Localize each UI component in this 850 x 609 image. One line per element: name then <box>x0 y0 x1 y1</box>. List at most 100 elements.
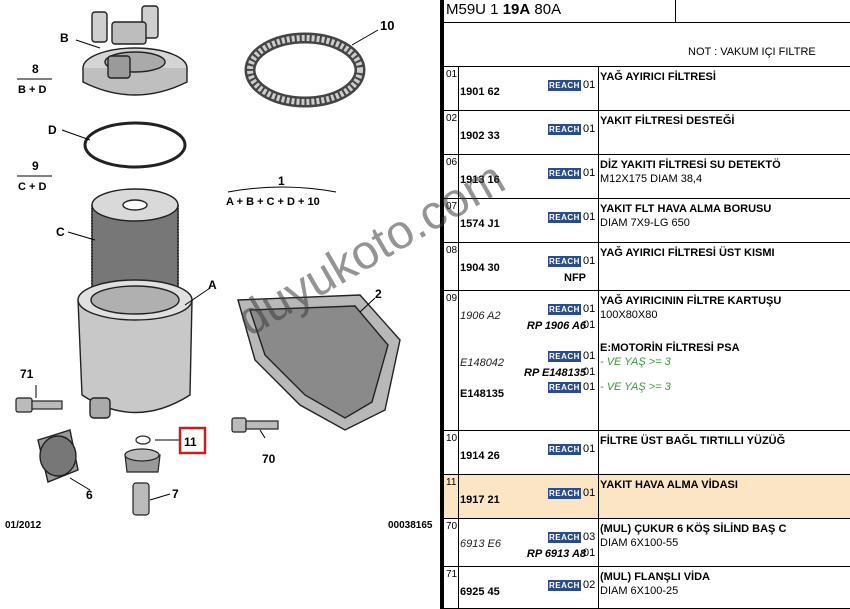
row-index: 06 <box>446 157 458 168</box>
row-index: 70 <box>446 521 458 532</box>
column-divider <box>458 431 459 474</box>
vent-hose-part[interactable] <box>132 482 150 516</box>
part-reference[interactable]: 1917 21 <box>460 494 500 506</box>
o-ring-part[interactable] <box>83 121 187 169</box>
reach-badge: REACH <box>548 212 581 223</box>
part-reference[interactable]: E148135 <box>460 388 505 400</box>
quantity: 01 <box>583 381 596 393</box>
part-reference[interactable]: 1901 62 <box>460 86 500 98</box>
quantity: 01 <box>583 123 596 135</box>
replacement-reference[interactable]: NFP <box>564 272 586 284</box>
part-reference[interactable]: 1914 26 <box>460 450 500 462</box>
parts-list-panel: M59U 1 19A 80A NOT : VAKUM IÇI FILTRE 01… <box>444 0 850 609</box>
part-reference[interactable]: 1902 33 <box>460 130 500 142</box>
part-description: YAKIT FLT HAVA ALMA BORUSU <box>600 203 772 215</box>
filter-housing-part[interactable] <box>77 279 193 419</box>
row-index: 10 <box>446 433 458 444</box>
column-divider <box>458 67 459 110</box>
column-divider <box>458 243 459 290</box>
part-reference[interactable]: E148042 <box>460 357 505 369</box>
list-header: M59U 1 19A 80A <box>444 0 850 23</box>
callout-1-sub: A + B + C + D + 10 <box>226 196 320 208</box>
part-dimensions: DIAM 6X100-25 <box>600 585 679 597</box>
callout-11-frame <box>178 426 207 455</box>
bleed-screw-part[interactable] <box>124 435 161 473</box>
column-divider <box>458 199 459 242</box>
callout-a: A <box>208 278 217 292</box>
column-divider <box>458 291 459 430</box>
row-index: 09 <box>446 293 458 304</box>
quantity: 01 <box>583 487 596 499</box>
reach-badge: REACH <box>548 444 581 455</box>
callout-6: 6 <box>86 488 93 502</box>
quantity: 01 <box>583 167 596 179</box>
callout-1: 1 <box>278 174 285 188</box>
diagram-date: 01/2012 <box>5 520 42 531</box>
part-description: YAĞ AYIRICININ FİLTRE KARTUŞU <box>600 295 782 307</box>
replacement-reference[interactable]: RP E148135 <box>524 367 586 379</box>
row-index: 07 <box>446 201 458 212</box>
part-description: FİLTRE ÜST BAĞL TIRTILLI YÜZÜĞ <box>600 435 786 447</box>
callout-71: 71 <box>20 367 34 381</box>
bracket-part[interactable] <box>237 294 401 431</box>
reach-badge: REACH <box>548 124 581 135</box>
screw-70-part[interactable] <box>231 417 279 433</box>
part-description: (MUL) ÇUKUR 6 KÖŞ SİLİND BAŞ C <box>600 523 787 535</box>
column-divider <box>598 111 599 154</box>
row-index: 71 <box>446 569 458 580</box>
column-divider <box>458 155 459 198</box>
part-reference[interactable]: 1913 16 <box>460 174 500 186</box>
column-divider <box>458 111 459 154</box>
replacement-quantity: 01 <box>583 319 596 331</box>
callout-9-sub: C + D <box>18 181 46 193</box>
column-divider <box>598 67 599 110</box>
callout-9: 9 <box>32 159 39 173</box>
row-index: 11 <box>446 477 457 488</box>
water-detector-part[interactable] <box>37 429 79 483</box>
condition-note: - VE YAŞ >= 3 <box>600 356 671 368</box>
reach-badge: REACH <box>548 488 581 499</box>
part-reference[interactable]: 1574 J1 <box>460 218 500 230</box>
knurled-ring-part[interactable] <box>244 32 366 108</box>
part-description: YAĞ AYIRICI FİLTRESİ <box>600 71 716 83</box>
part-reference[interactable]: 6913 E6 <box>460 538 501 550</box>
callout-8: 8 <box>32 62 39 76</box>
part-reference[interactable]: 1906 A2 <box>460 310 501 322</box>
part-description: DİZ YAKITI FİLTRESİ SU DETEKTÖ <box>600 159 781 171</box>
column-divider <box>598 431 599 474</box>
reach-badge: REACH <box>548 351 581 362</box>
reach-badge: REACH <box>548 532 581 543</box>
column-divider <box>598 199 599 242</box>
quantity: 01 <box>583 255 596 267</box>
replacement-reference[interactable]: RP 1906 A6 <box>526 320 586 332</box>
part-dimensions: DIAM 6X100-55 <box>600 537 679 549</box>
reach-badge: REACH <box>548 168 581 179</box>
part-reference[interactable]: 6925 45 <box>460 586 500 598</box>
part-description: YAĞ AYIRICI FİLTRESİ ÜST KISMI <box>600 247 775 259</box>
part-dimensions: 100X80X80 <box>600 309 658 321</box>
replacement-quantity: 01 <box>583 547 596 559</box>
column-divider <box>598 291 599 430</box>
reach-badge: REACH <box>548 580 581 591</box>
part-dimensions: M12X175 DIAM 38,4 <box>600 173 703 185</box>
replacement-reference[interactable]: RP 6913 A8 <box>526 548 586 560</box>
filter-head-part[interactable] <box>82 5 188 96</box>
part-dimensions: DIAM 7X9-LG 650 <box>600 217 690 229</box>
column-divider <box>598 519 599 566</box>
quantity: 01 <box>583 211 596 223</box>
callout-10: 10 <box>380 18 394 33</box>
part-reference[interactable]: 1904 30 <box>460 262 500 274</box>
quantity: 01 <box>583 350 596 362</box>
flange-screw-71-part[interactable] <box>15 397 63 413</box>
header-separator <box>675 0 676 22</box>
